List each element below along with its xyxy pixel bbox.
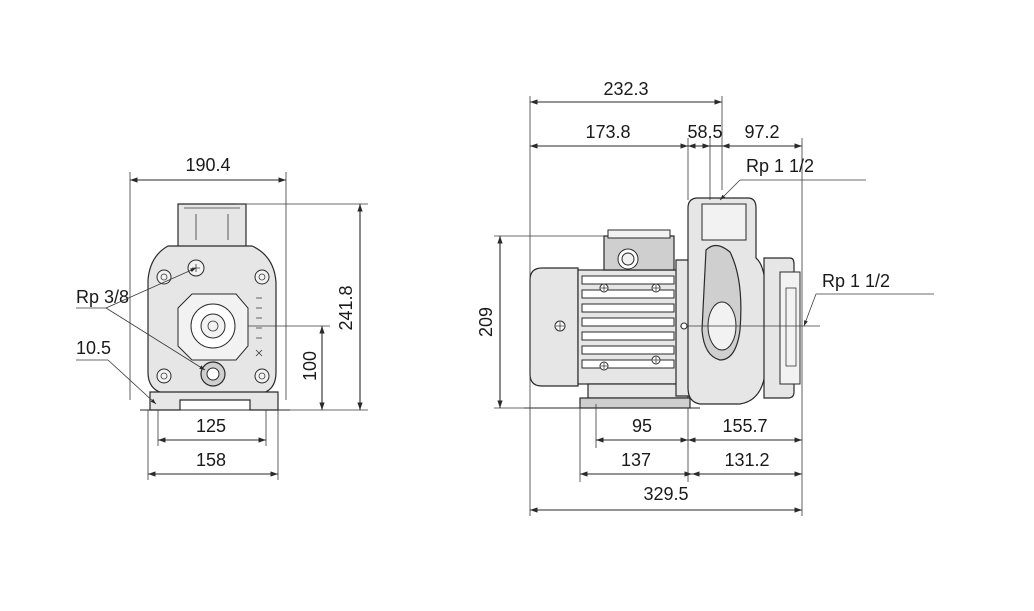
drain-thread-label: Rp 3/8: [76, 287, 129, 307]
center-to-inlet-label: 155.7: [722, 416, 767, 436]
front-width-label: 190.4: [185, 155, 230, 175]
overall-upper-label: 232.3: [603, 79, 648, 99]
hole-label: 10.5: [76, 338, 111, 358]
side-height-label: 209: [476, 307, 496, 337]
foot-inner-label: 125: [196, 416, 226, 436]
side-view: 232.3 173.8 58.5 97.2 Rp 1 1/2 Rp 1 1/2 …: [476, 79, 934, 516]
shaft-height-label: 100: [300, 351, 320, 381]
front-height-label: 241.8: [336, 285, 356, 330]
foot-length-label: 137: [621, 450, 651, 470]
inlet-length-label: 131.2: [724, 450, 769, 470]
bracket-label: 58.5: [687, 122, 722, 142]
overall-length-label: 329.5: [643, 484, 688, 504]
front-view: 190.4 241.8 100 125 158 Rp 3/8 10.5: [76, 155, 368, 480]
outlet-offset-label: 97.2: [744, 122, 779, 142]
motor-length-label: 173.8: [585, 122, 630, 142]
inlet-thread-label: Rp 1 1/2: [822, 271, 890, 291]
foot-to-center-label: 95: [632, 416, 652, 436]
foot-outer-label: 158: [196, 450, 226, 470]
outlet-thread-label: Rp 1 1/2: [746, 156, 814, 176]
